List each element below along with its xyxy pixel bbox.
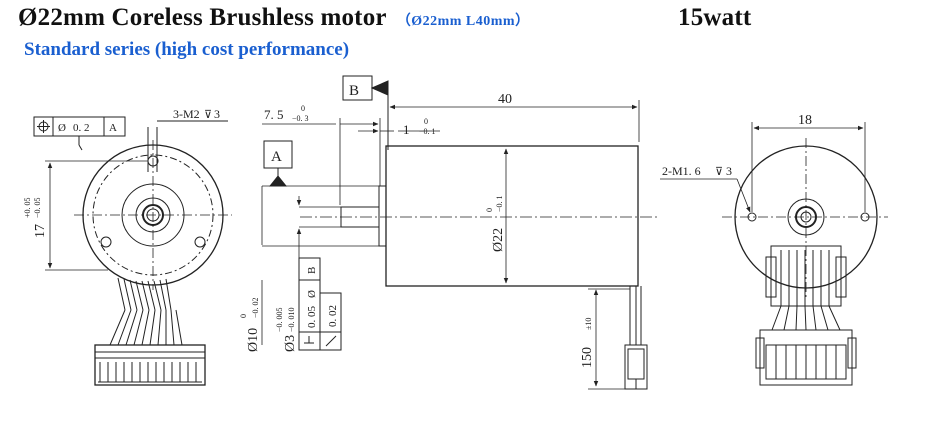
side-runout-dia: Ø <box>306 290 318 298</box>
power-rating: 15watt <box>678 4 752 31</box>
front-tolerance-frame <box>33 116 126 151</box>
page-title: Ø22mm Coreless Brushless motor （Ø22mm L40… <box>18 4 751 32</box>
side-dim-40: 40 <box>498 92 512 107</box>
side-runout-value: 0. 05 <box>306 306 318 329</box>
side-dim-d22: Ø22 <box>491 228 506 252</box>
front-wires <box>109 277 183 346</box>
side-dim-7-5-tol-lower: −0. 3 <box>292 114 309 123</box>
side-dim-d22-tol-lower: −0. 1 <box>495 195 504 212</box>
title-spec: （Ø22mm L40mm） <box>396 14 530 29</box>
side-dim-7-5-tol-upper: 0 <box>301 104 305 113</box>
side-dim-1-tol-upper: 0 <box>424 117 428 126</box>
front-view: Ø 0. 2 A 3-M2 ⊽ 3 <box>33 107 232 386</box>
svg-text:⊽: ⊽ <box>204 109 212 121</box>
side-datum-b: B <box>349 83 359 99</box>
side-dim-d10-tol-lower: −0. 02 <box>251 297 260 318</box>
side-dim-7-5: 7. 5 <box>264 107 284 122</box>
series-subtitle: Standard series (high cost performance) <box>24 39 350 60</box>
title-text: Ø22mm Coreless Brushless motor <box>18 4 387 31</box>
side-dim-1: 1 <box>403 122 410 137</box>
front-hole-depth: 3 <box>214 107 220 121</box>
front-dim-17-tol-lower: −0. 05 <box>33 197 42 218</box>
rear-hole-depth: 3 <box>726 164 732 178</box>
rear-connector <box>755 329 857 386</box>
side-dim-d10-tol-upper: 0 <box>239 314 248 318</box>
side-runout-datum: B <box>306 267 318 274</box>
front-connector <box>94 344 206 386</box>
rear-view <box>660 122 888 386</box>
svg-text:⊽: ⊽ <box>715 166 723 178</box>
front-frame-value: 0. 2 <box>73 122 90 134</box>
side-dim-150: 150 <box>580 347 595 368</box>
front-dim-17: 17 <box>33 224 48 238</box>
front-hole-callout: 3-M2 <box>173 107 200 121</box>
side-dim-d22-tol-upper: 0 <box>485 208 494 212</box>
side-dim-d3-tol-lower: −0. 010 <box>287 307 296 332</box>
side-view <box>261 75 660 390</box>
side-datum-a: A <box>271 149 282 165</box>
rear-wires <box>765 245 847 331</box>
side-dim-d3-tol-upper: −0. 005 <box>275 307 284 332</box>
front-frame-datum: A <box>109 122 117 134</box>
side-dim-150-tol: ±10 <box>584 318 593 330</box>
side-flat-value: 0. 02 <box>327 305 339 327</box>
side-dim-d10: Ø10 <box>246 328 261 352</box>
side-dim-d3: Ø3 <box>283 335 298 352</box>
side-dim-1-tol-lower: −0. 1 <box>419 127 436 136</box>
front-frame-dia: Ø <box>58 122 66 134</box>
rear-dim-18: 18 <box>798 113 812 128</box>
front-dim-17-tol-upper: +0. 05 <box>23 197 32 218</box>
rear-hole-callout: 2-M1. 6 <box>662 164 701 178</box>
